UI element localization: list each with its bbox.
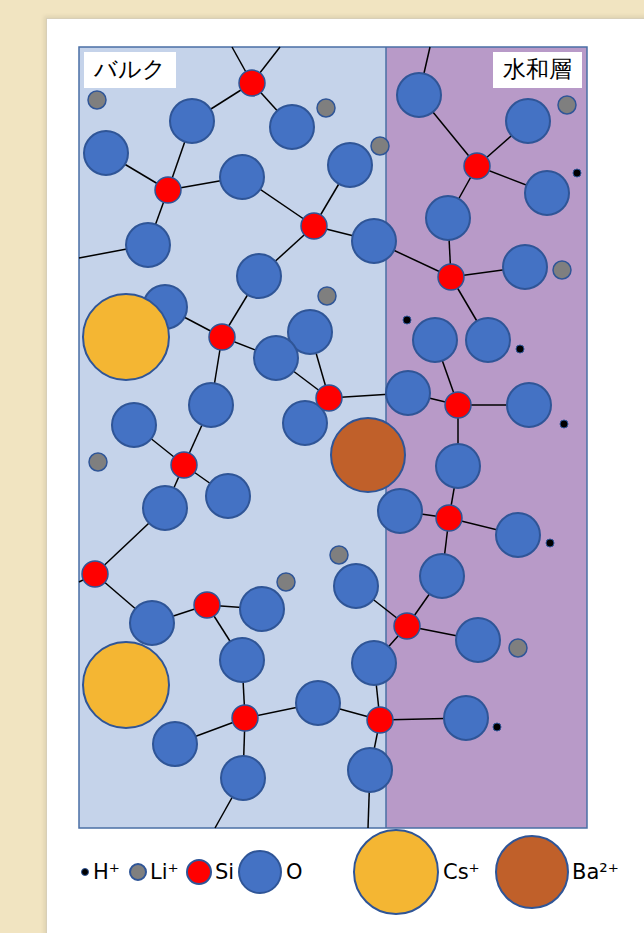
layer-region: 水和層 (386, 47, 587, 828)
legend-label: H⁺ (93, 862, 120, 883)
legend-label: Li⁺ (150, 862, 179, 883)
legend-label: Ba²⁺ (572, 862, 619, 883)
legend-swatch (238, 850, 282, 894)
legend-swatch (129, 863, 147, 881)
legend-swatch (495, 835, 569, 909)
layer-region: バルク (79, 47, 386, 828)
legend-label: Cs⁺ (443, 862, 480, 883)
region-label: バルク (84, 52, 176, 88)
legend-swatch (81, 868, 89, 876)
legend-label: O (286, 862, 303, 883)
legend-label: Si (215, 862, 234, 883)
region-label: 水和層 (493, 52, 582, 88)
legend-swatch (353, 829, 439, 915)
legend-swatch (186, 859, 212, 885)
